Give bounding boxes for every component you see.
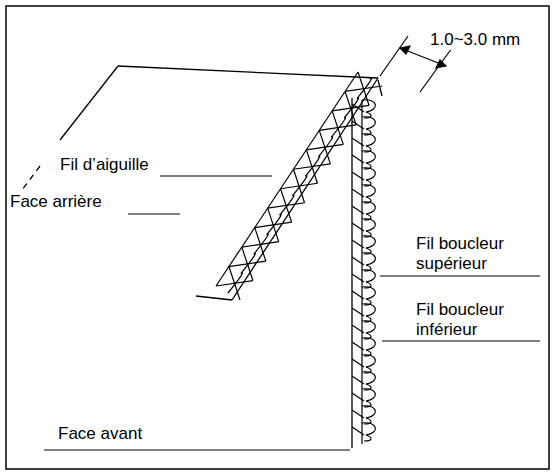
stitch-stroke [352, 206, 364, 214]
stitch-stroke [352, 257, 364, 265]
stitch-stroke [352, 155, 364, 163]
stitch-stroke [362, 168, 375, 180]
stitch-stroke [362, 389, 375, 401]
stitch-stroke [267, 215, 281, 235]
stitch-stroke [362, 423, 375, 435]
stitch-stroke [362, 236, 375, 248]
stitch-stroke [352, 325, 364, 333]
stitch-stroke [362, 355, 375, 367]
stitch-stroke [280, 195, 294, 215]
stitch-stroke [362, 202, 375, 214]
stitch-stroke [352, 308, 364, 316]
stitch-stroke [362, 304, 375, 316]
stitch-stroke [216, 72, 358, 286]
stitch-stroke [318, 137, 332, 157]
front-stitch [352, 100, 375, 444]
stitch-stroke [352, 138, 364, 146]
stitch-stroke [362, 117, 375, 129]
label: Fil boucleur supérieur [414, 234, 542, 274]
label: 1.0~3.0 mm [428, 30, 522, 50]
stitch-stroke [362, 253, 375, 265]
stitch-stroke [352, 342, 364, 350]
stitch-stroke [352, 274, 364, 282]
stitch-stroke [352, 376, 364, 384]
label: Fil boucleur inférieur [414, 300, 542, 340]
stitch-stroke [352, 223, 364, 231]
stitch-stroke [362, 372, 375, 384]
front-fabric [352, 80, 382, 448]
stitch-stroke [352, 359, 364, 367]
stitch-stroke [362, 406, 375, 418]
stitch-stroke [362, 134, 375, 146]
stitch-stroke [357, 78, 371, 98]
label: Fil d’aiguille [58, 155, 151, 175]
frame [6, 6, 549, 469]
stitch-stroke [352, 427, 364, 435]
stitch-stroke [362, 321, 375, 333]
stitch-stroke [293, 176, 307, 196]
stitch-stroke [352, 240, 364, 248]
stitch-stroke [254, 234, 268, 254]
stitch-stroke [362, 185, 375, 197]
label: Face arrière [8, 192, 104, 212]
stitch-stroke [228, 273, 242, 293]
stitch-stroke [331, 117, 345, 137]
stitch-stroke [352, 121, 364, 129]
stitch-stroke [364, 435, 371, 441]
stitch-stroke [352, 172, 364, 180]
stitch-stroke [352, 393, 364, 401]
stitch-stroke [361, 100, 362, 444]
stitch-stroke [362, 151, 375, 163]
stitch-stroke [352, 410, 364, 418]
stitch-stroke [362, 270, 375, 282]
stitch-stroke [352, 189, 364, 197]
stitch-stroke [352, 104, 364, 112]
stitch-stroke [362, 287, 375, 299]
back-stitch [216, 72, 382, 300]
stitch-stroke [362, 100, 375, 112]
stitch-stroke [305, 156, 319, 176]
back-fabric [22, 66, 378, 300]
stitch-stroke [362, 338, 375, 350]
stitch-stroke [362, 219, 375, 231]
stitch-stroke [352, 291, 364, 299]
stitch-stroke [241, 254, 255, 274]
label: Face avant [56, 424, 144, 444]
